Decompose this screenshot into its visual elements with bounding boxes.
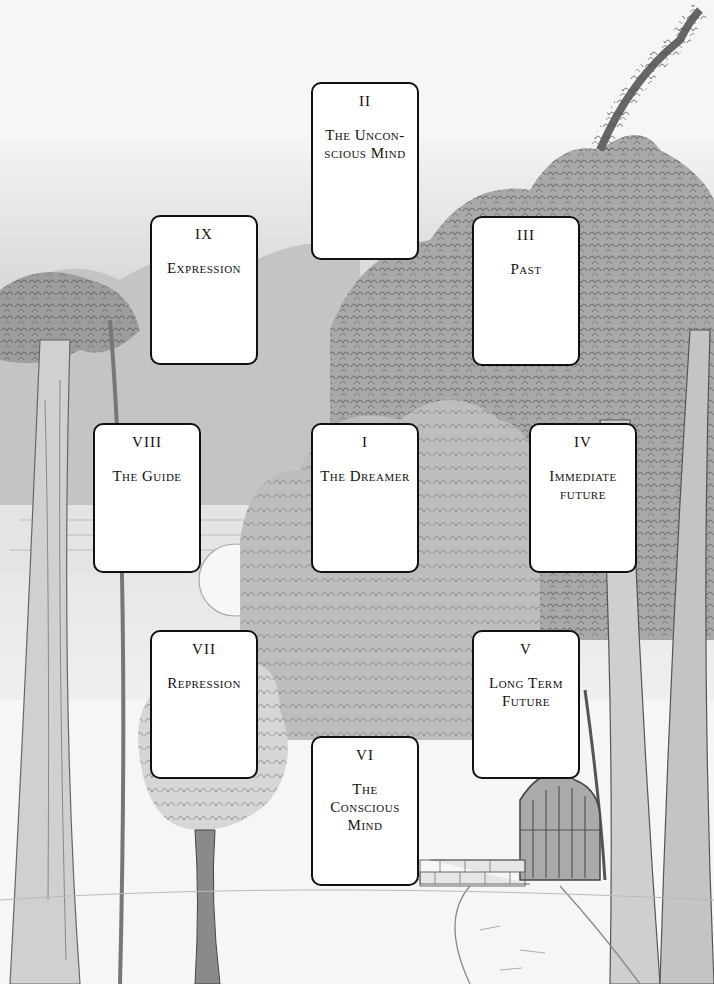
tarot-card: IV Immediate future	[529, 423, 637, 573]
position-name: Long Term Future	[480, 674, 572, 710]
position-numeral: VII	[158, 640, 250, 658]
position-numeral: II	[319, 92, 411, 110]
tarot-card: VI The Conscious Mind	[311, 736, 419, 886]
position-numeral: IV	[537, 433, 629, 451]
position-numeral: V	[480, 640, 572, 658]
position-numeral: I	[319, 433, 411, 451]
tarot-card: I The Dreamer	[311, 423, 419, 573]
tarot-card: V Long Term Future	[472, 630, 580, 779]
position-name: Expression	[158, 259, 250, 277]
tarot-card: II The Uncon- scious Mind	[311, 82, 419, 260]
position-name: The Guide	[101, 467, 193, 485]
position-numeral: IX	[158, 225, 250, 243]
position-name: Immediate future	[537, 467, 629, 503]
tarot-card: VIII The Guide	[93, 423, 201, 573]
position-numeral: VIII	[101, 433, 193, 451]
tarot-card: VII Repression	[150, 630, 258, 779]
position-numeral: VI	[319, 746, 411, 764]
tarot-card: IX Expression	[150, 215, 258, 365]
position-name: Repression	[158, 674, 250, 692]
position-numeral: III	[480, 226, 572, 244]
position-name: Past	[480, 260, 572, 278]
position-name: The Conscious Mind	[319, 780, 411, 834]
tarot-card: III Past	[472, 216, 580, 366]
position-name: The Dreamer	[319, 467, 411, 485]
position-name: The Uncon- scious Mind	[319, 126, 411, 162]
